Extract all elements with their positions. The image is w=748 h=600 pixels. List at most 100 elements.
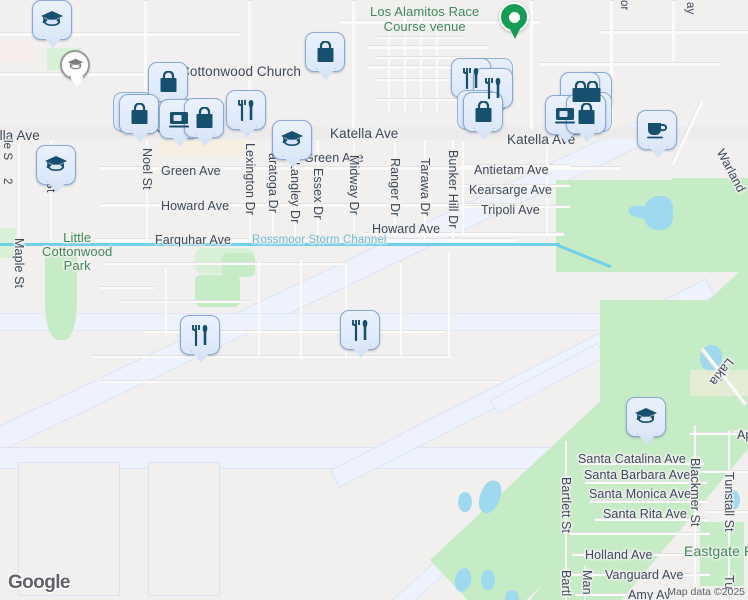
landuse-pink-left [0, 40, 34, 62]
road-bartlett-st [565, 440, 567, 600]
road-minor-h-6 [540, 62, 720, 66]
venue-marker-tip [509, 27, 521, 39]
street-label-maple-st: Maple St [12, 238, 26, 289]
graduation-cap-icon [45, 156, 67, 171]
marker-restaurant-west[interactable] [180, 315, 220, 355]
street-label-antietam-ave: Antietam Ave [474, 163, 549, 177]
street-label-santa-barbara: Santa Barbara Ave [584, 468, 691, 482]
storefront-icon [169, 112, 189, 128]
road-block-detail-l [448, 250, 450, 356]
road-tarawa-dr [424, 139, 426, 240]
road-santa-barbara [585, 481, 707, 484]
fork-knife-icon [237, 100, 254, 121]
apron-block-b [148, 462, 220, 596]
road-block-detail-g [165, 266, 167, 337]
fork-knife-icon [351, 320, 368, 341]
road-minor-h-1 [0, 32, 240, 36]
marker-shopping-cluster-d[interactable] [463, 92, 503, 132]
marker-restaurant-cluster-mid[interactable] [473, 68, 513, 108]
street-label-midway-dr: Midway Dr [347, 155, 361, 215]
road-lexington-dr [249, 139, 251, 245]
marker-restaurant-katella[interactable] [226, 90, 266, 130]
fork-knife-icon [484, 78, 501, 99]
shopping-bag-icon [131, 103, 147, 124]
road-block-detail-a [105, 262, 345, 265]
street-label-bartlett-st-2: Bartl [559, 570, 573, 597]
shopping-bag-icon [196, 107, 212, 128]
coffee-cup-icon [647, 123, 667, 139]
road-midway-dr [353, 139, 355, 245]
road-amy-ave [575, 593, 705, 596]
pond-belt-e [505, 590, 519, 600]
park-green-east-top [672, 178, 748, 192]
street-label-santa-catalina: Santa Catalina Ave [578, 452, 686, 466]
graduation-cap-icon [67, 58, 83, 70]
map-attribution: Map data ©2025 [667, 586, 745, 598]
road-blackmer-st [694, 425, 696, 600]
marker-restaurant-east[interactable] [340, 310, 380, 350]
road-noel-st [146, 139, 148, 245]
street-label-or-partial: or [618, 0, 630, 11]
street-label-essex-dr: Essex Dr [311, 168, 325, 220]
park-label-little-cottonwood: Little Cottonwood Park [42, 230, 113, 273]
road-minor-v-8 [530, 0, 533, 129]
venue-label-los-alamitos: Los Alamitos Race Course venue [370, 4, 480, 34]
street-label-vanguard-ave: Vanguard Ave [605, 568, 684, 582]
street-label-tarawa-dr: Tarawa Dr [418, 158, 432, 216]
rossmoor-storm-channel [0, 243, 560, 246]
street-label-blackmer-st: Blackmer St [688, 458, 702, 527]
marker-venue-los-alamitos[interactable] [499, 2, 531, 42]
street-label-tu-partial: Tu [722, 575, 736, 590]
street-label-kearsarge-ave: Kearsarge Ave [469, 183, 553, 197]
road-block-detail-k [400, 262, 402, 358]
road-holland-ave [572, 553, 707, 556]
street-label-langley-dr: Langley Dr [288, 162, 302, 224]
marker-school-secondary[interactable] [60, 50, 90, 88]
road-minor-v-3 [352, 0, 355, 129]
road-minor-h-5 [368, 65, 498, 69]
road-tract-left [546, 140, 548, 236]
road-se-connector-2 [706, 510, 748, 513]
shopping-bag-icon [475, 101, 491, 122]
road-block-detail-h [258, 260, 260, 356]
pond-belt-d [481, 570, 495, 590]
shopping-bag-icon [317, 41, 333, 62]
road-minor-v-4 [388, 12, 390, 113]
marker-shopping-row-3[interactable] [184, 98, 224, 138]
road-se-connector [700, 470, 748, 473]
apron-block-a [18, 462, 120, 596]
google-logo[interactable]: Google [8, 572, 70, 593]
road-green-ave-east [530, 166, 620, 170]
road-tripoli-ave [465, 205, 570, 208]
road-minor-v-1 [144, 0, 147, 129]
marker-school-southeast[interactable] [626, 397, 666, 437]
road-bunkerhill-dr [452, 139, 454, 240]
street-label-mann-st: Man [580, 570, 594, 595]
street-label-katella-center: Katella Ave [330, 126, 399, 141]
road-block-detail-b [100, 286, 155, 289]
marker-school-top-left[interactable] [32, 0, 72, 40]
road-farquhar-ave [95, 238, 515, 242]
marker-shopping-cluster-b[interactable] [305, 32, 345, 72]
marker-cafe-katella-east[interactable] [637, 110, 677, 150]
street-label-ay-partial: ay [684, 2, 696, 15]
place-label-cottonwood-church: Cottonwood Church [180, 64, 302, 79]
marker-school-lower-left[interactable] [36, 145, 76, 185]
road-minor-v-2 [248, 0, 251, 129]
venue-marker-dot [508, 11, 520, 23]
road-santa-block-bottom [570, 532, 710, 535]
street-label-lexington-dr: Lexington Dr [243, 143, 257, 216]
road-stable-grid-h3 [375, 78, 465, 81]
graduation-cap-icon [281, 131, 303, 146]
marker-school-katella-mid[interactable] [272, 120, 312, 160]
waterway-label-rossmoor: Rossmoor Storm Channel [252, 234, 387, 246]
road-block-detail-e [92, 355, 452, 358]
street-label-amy-ave: Amy Av [628, 588, 671, 600]
marker-shopping-row-1[interactable] [119, 94, 159, 134]
street-label-noel-st: Noel St [140, 148, 154, 190]
street-label-ap: Ap [737, 428, 748, 442]
shopping-bag-icon [160, 71, 176, 92]
road-block-detail-f [100, 380, 500, 383]
street-label-katella-left: ella Ave [0, 128, 40, 143]
